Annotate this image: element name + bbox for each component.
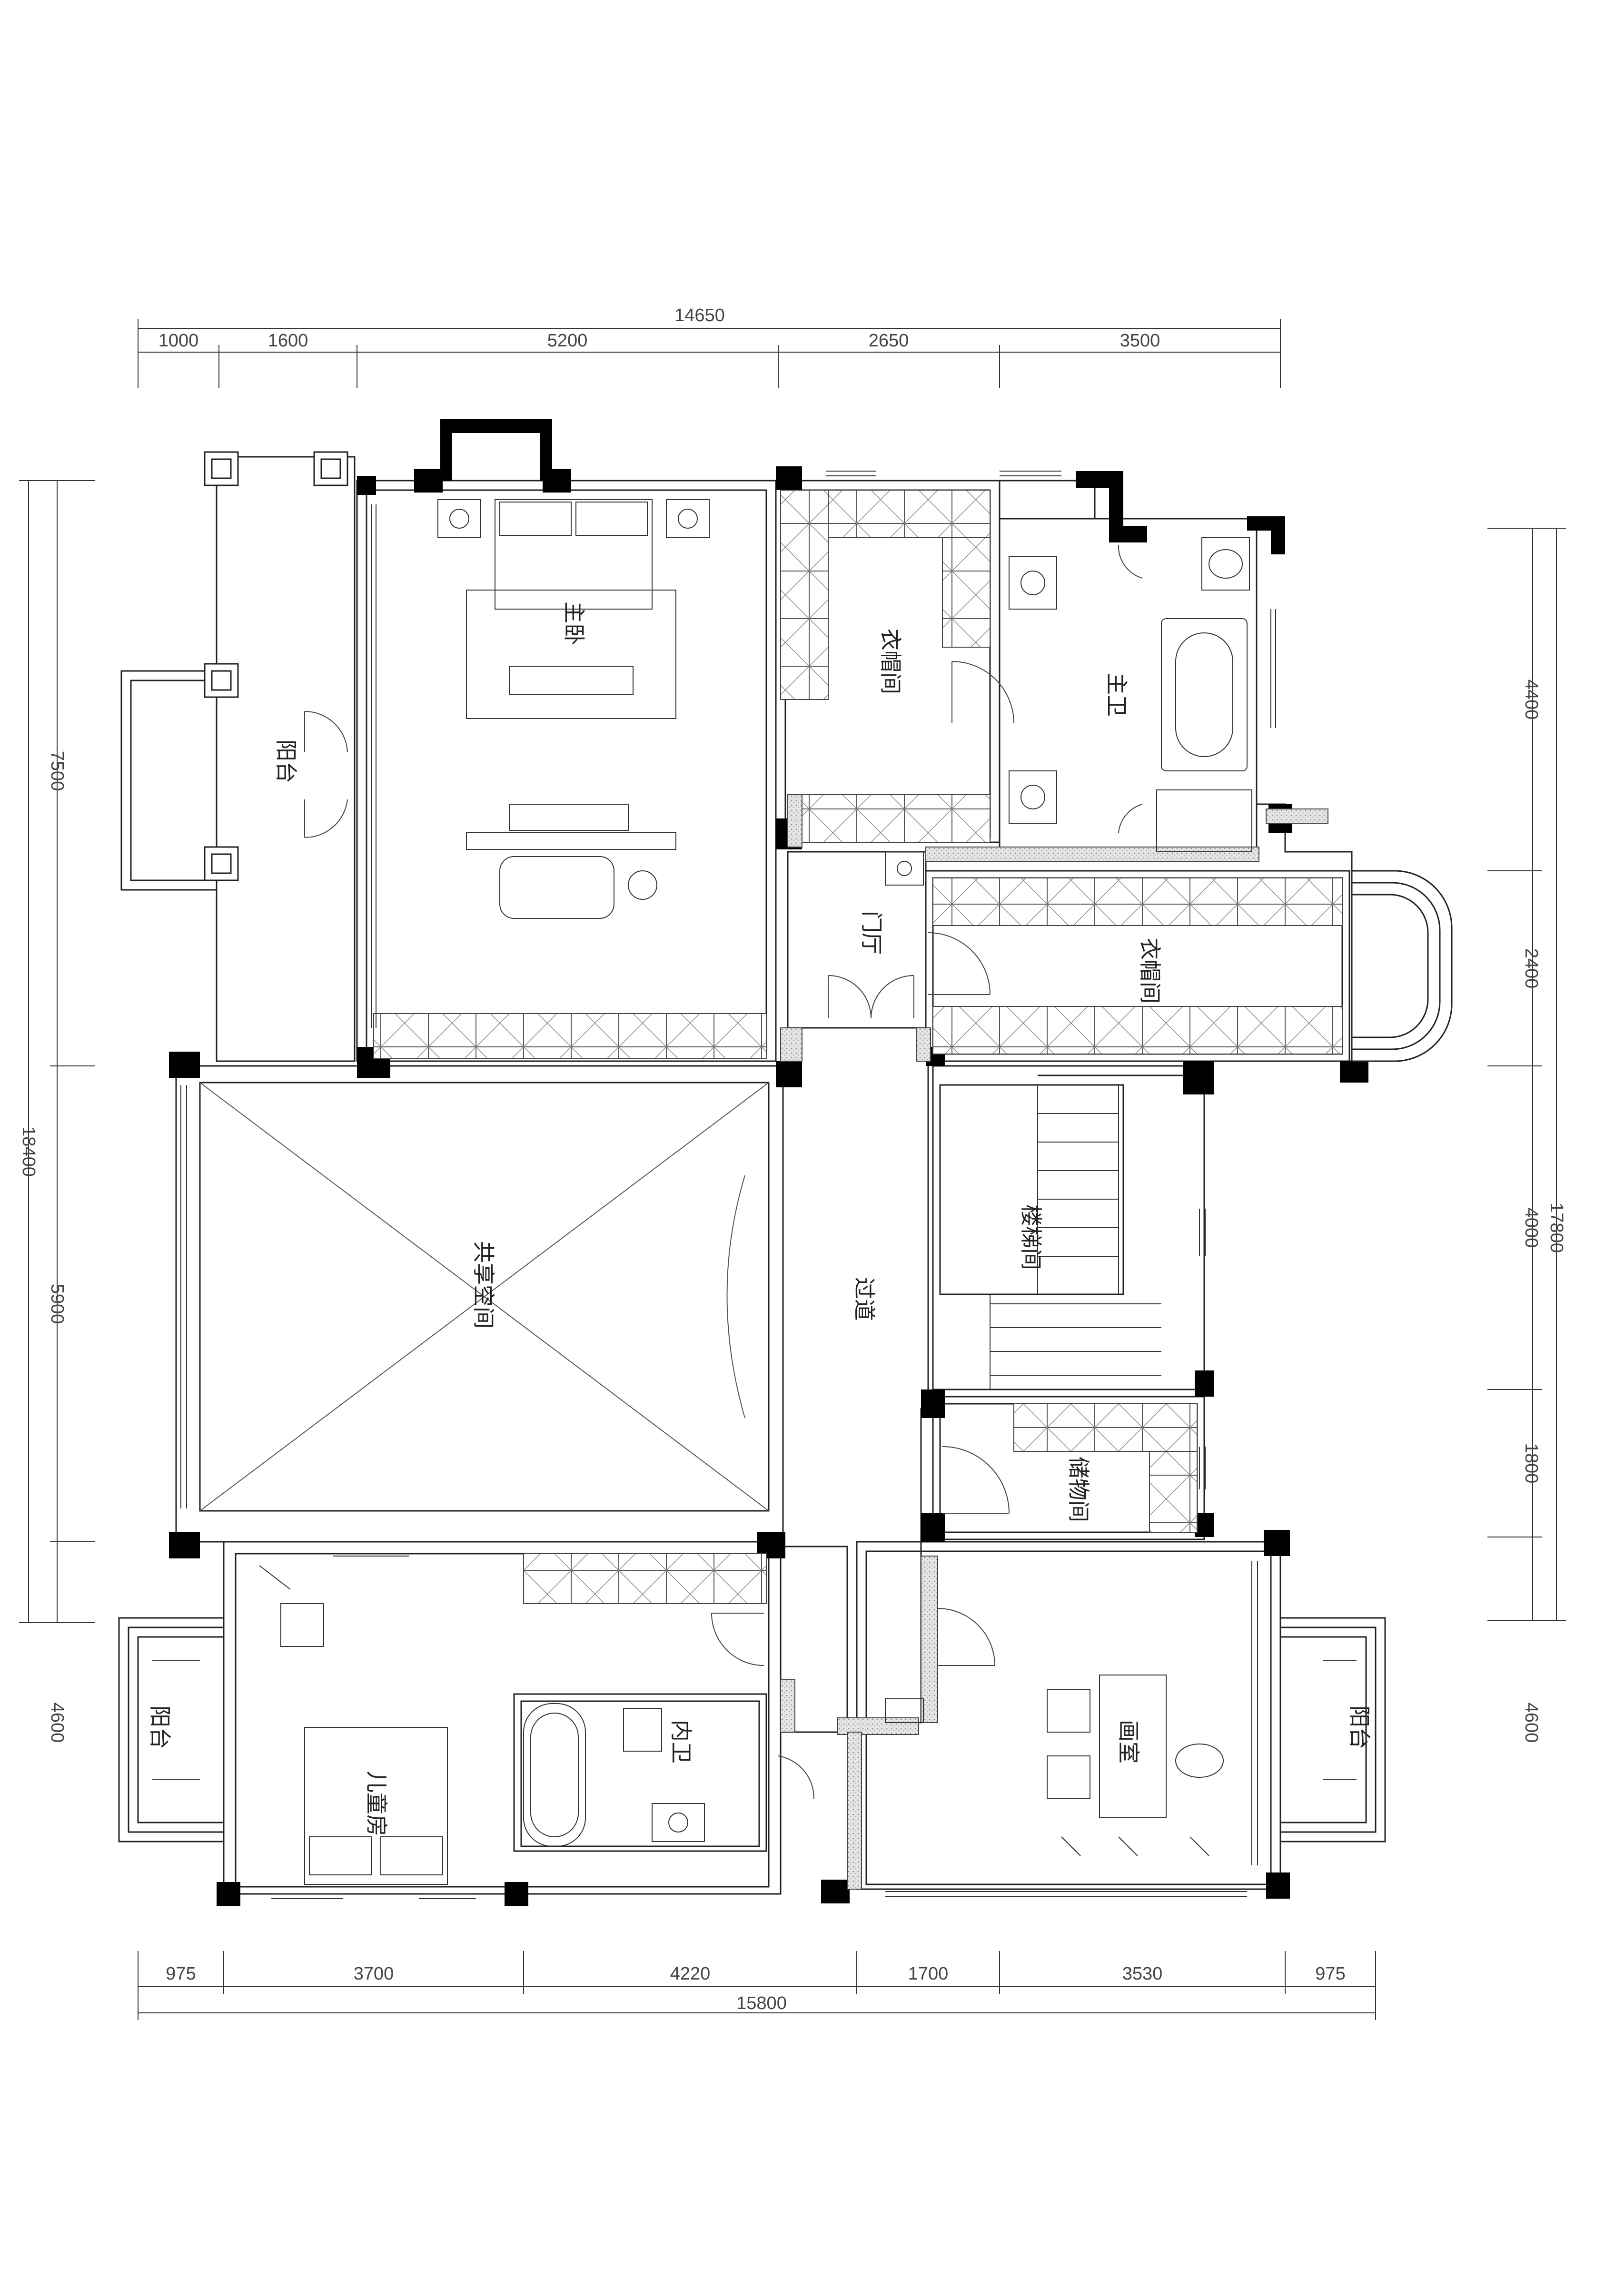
label-void: 共享空间 — [471, 1241, 496, 1329]
dim-left-3: 4600 — [47, 1703, 67, 1743]
inner-bath-fixtures — [523, 1703, 705, 1847]
windows — [180, 471, 1276, 1899]
void-crossing — [199, 1082, 769, 1511]
dim-right-1: 4400 — [1521, 680, 1541, 720]
room-labels: 主卧 阳台 衣帽间 主卫 门厅 衣帽间 共享空间 过道 楼梯间 储物间 儿童房 … — [147, 601, 1372, 1836]
dim-left-1: 7500 — [47, 751, 67, 791]
dimension-right — [1487, 528, 1566, 1621]
east-bay-window — [1352, 870, 1453, 1062]
dim-right-2: 2400 — [1521, 948, 1541, 989]
dim-right-total: 17800 — [1546, 1202, 1566, 1253]
dim-bottom-5: 3530 — [1122, 1964, 1163, 1984]
hatched-walls — [780, 794, 1328, 1890]
kids-balcony-outline — [118, 1617, 225, 1843]
label-kids-balcony: 阳台 — [147, 1705, 173, 1749]
west-balcony-outline — [120, 451, 356, 1062]
master-desk — [466, 804, 676, 919]
dim-right-4: 1800 — [1521, 1443, 1541, 1484]
stairs — [990, 1085, 1161, 1389]
dimension-bottom — [138, 1951, 1376, 2020]
dim-bottom-2: 3700 — [354, 1964, 394, 1984]
cabinets — [373, 490, 1343, 1604]
dim-top-5: 3500 — [1120, 331, 1160, 351]
label-storage: 储物间 — [1066, 1457, 1091, 1522]
dim-top-3: 5200 — [547, 331, 588, 351]
label-kids-room: 儿童房 — [364, 1771, 389, 1836]
label-inner-bath: 内卫 — [668, 1720, 694, 1764]
dimension-top — [138, 319, 1281, 388]
studio-furniture — [885, 1675, 1224, 1856]
dim-top-1: 1000 — [159, 331, 199, 351]
dim-bottom-1: 975 — [166, 1964, 196, 1984]
dim-left-2: 5900 — [47, 1284, 67, 1324]
label-master-bath: 主卫 — [1104, 673, 1129, 717]
east-balcony-outline — [1279, 1617, 1386, 1843]
dim-right-3: 4000 — [1521, 1208, 1541, 1248]
label-master-closet: 衣帽间 — [878, 629, 903, 694]
master-bed — [437, 499, 710, 719]
label-east-closet: 衣帽间 — [1137, 938, 1163, 1004]
label-east-balcony: 阳台 — [1347, 1705, 1372, 1749]
label-foyer: 门厅 — [859, 911, 884, 955]
label-stairwell: 楼梯间 — [1018, 1204, 1044, 1270]
dim-top-4: 2650 — [869, 331, 909, 351]
dim-bottom-total: 15800 — [736, 1993, 787, 2013]
label-master-bedroom: 主卧 — [561, 601, 587, 645]
dim-bottom-4: 1700 — [908, 1964, 949, 1984]
dim-top-2: 1600 — [268, 331, 308, 351]
dimension-left — [19, 480, 95, 1623]
label-studio: 画室 — [1116, 1720, 1141, 1764]
dim-right-5: 4600 — [1521, 1703, 1541, 1743]
doors — [152, 544, 1357, 1799]
label-west-balcony: 阳台 — [273, 739, 299, 783]
master-bath-fixtures — [885, 537, 1252, 886]
kids-furniture — [259, 1556, 448, 1885]
dim-bottom-3: 4220 — [670, 1964, 711, 1984]
label-corridor: 过道 — [852, 1277, 877, 1321]
dim-bottom-6: 975 — [1315, 1964, 1345, 1984]
dim-left-total: 18400 — [19, 1126, 39, 1177]
dim-top-total: 14650 — [674, 305, 725, 325]
